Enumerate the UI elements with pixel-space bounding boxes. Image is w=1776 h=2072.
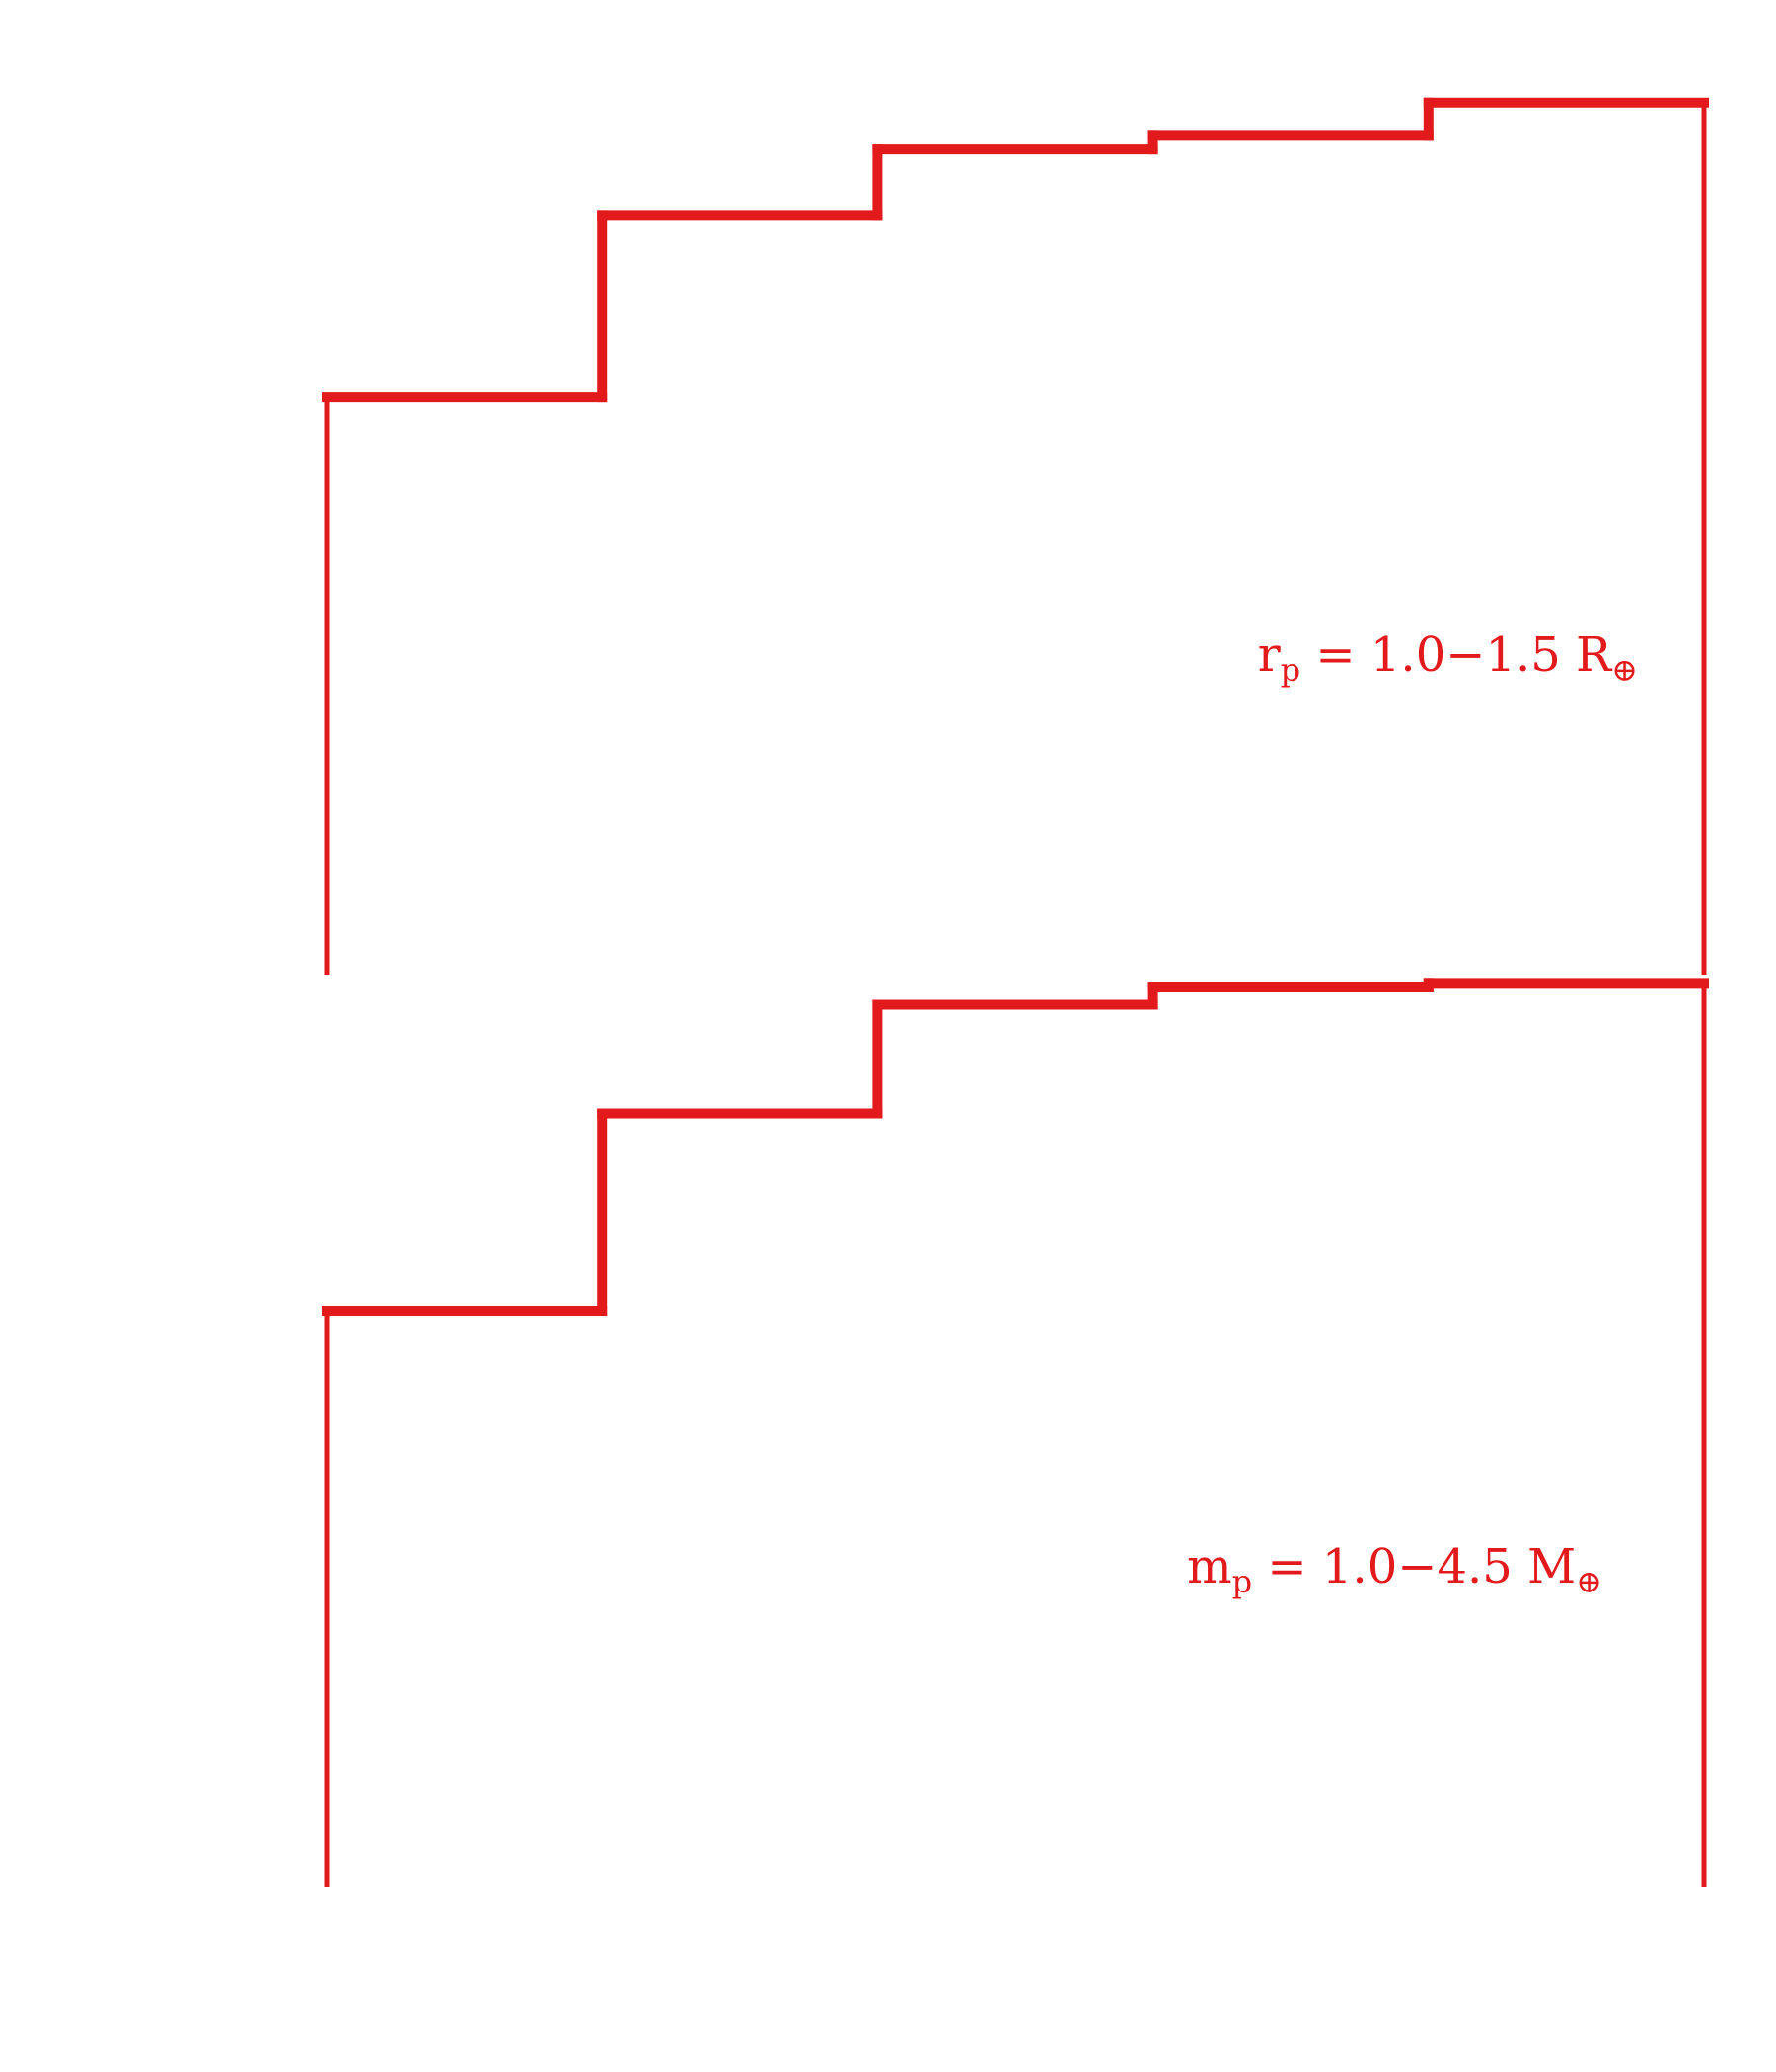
top-panel-annotation: rp = 1.0−1.5 R⊕ <box>1258 628 1638 689</box>
top-panel <box>322 97 1709 975</box>
bottom-panel <box>322 978 1709 1887</box>
bottom-panel-annotation: mp = 1.0−4.5 M⊕ <box>1187 1539 1602 1600</box>
